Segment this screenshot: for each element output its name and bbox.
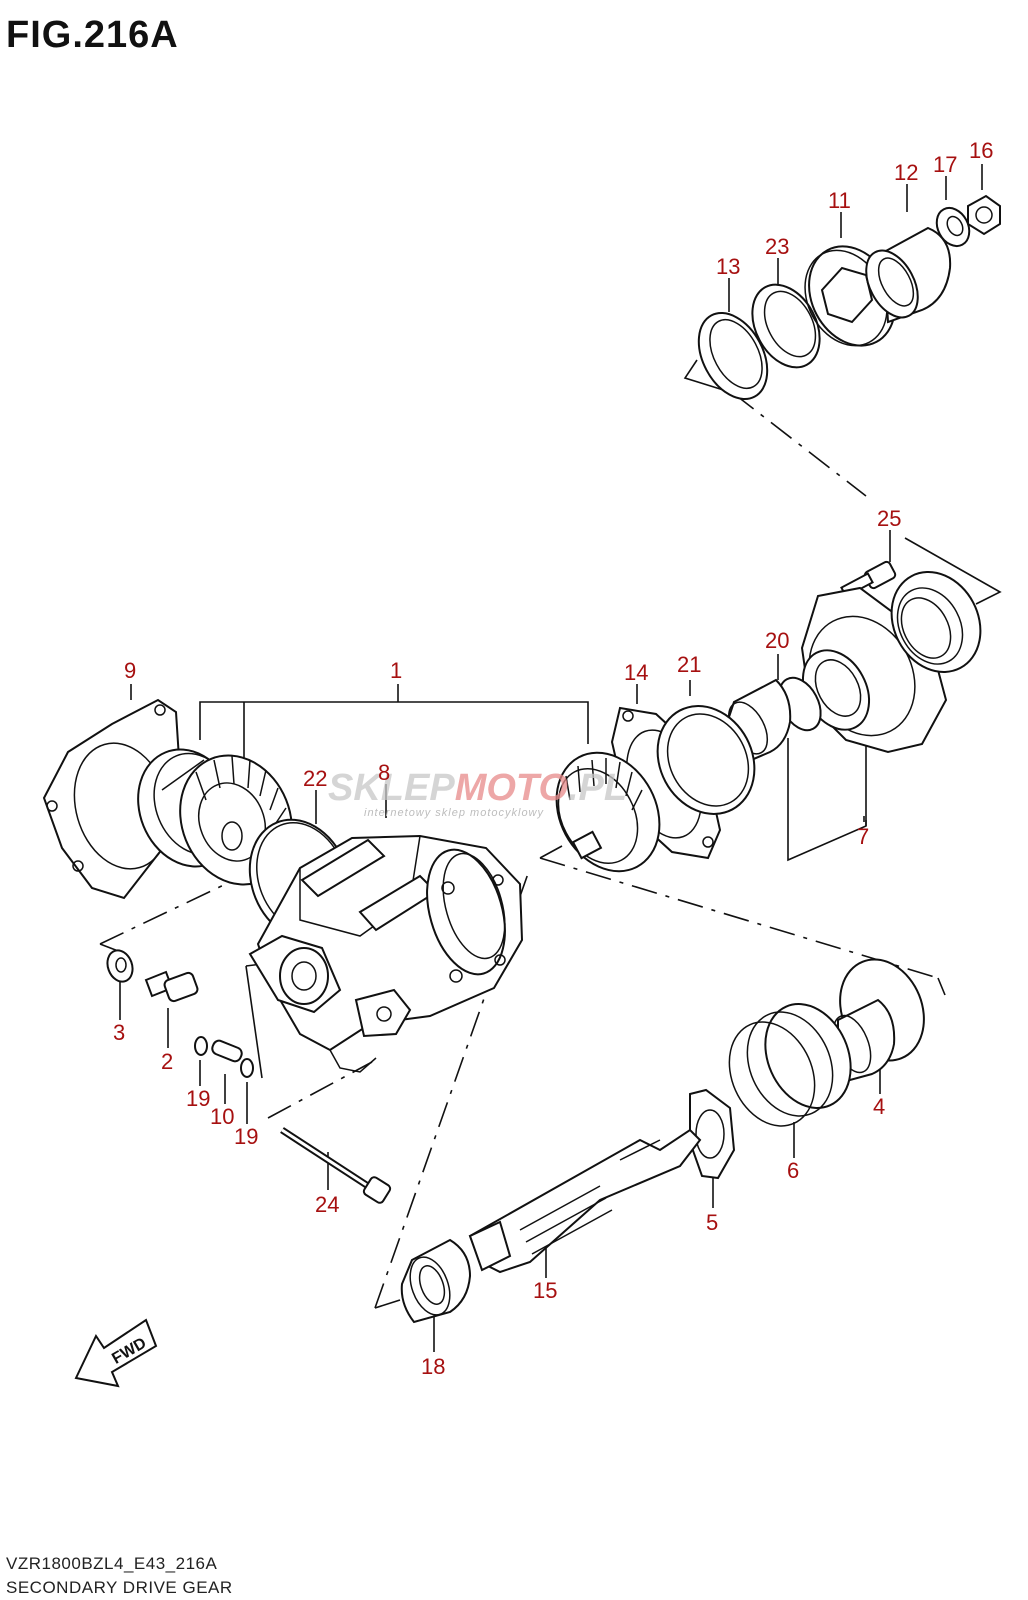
gear-case-8 [248, 834, 524, 1073]
washer-3 [106, 949, 134, 983]
callout-2: 2 [161, 1049, 173, 1074]
callout-25: 25 [877, 506, 901, 531]
section-name: SECONDARY DRIVE GEAR [6, 1578, 233, 1597]
coupling-12 [865, 226, 952, 324]
cam-4 [832, 958, 925, 1082]
callout-19a: 19 [186, 1086, 210, 1111]
fwd-arrow: FWD [74, 1318, 158, 1388]
o-ring-19-right [240, 1058, 254, 1078]
callout-16: 16 [969, 138, 993, 163]
callout-5: 5 [706, 1210, 718, 1235]
o-ring-23 [751, 283, 821, 369]
callout-15: 15 [533, 1278, 557, 1303]
pin-10 [211, 1039, 243, 1063]
callout-18: 18 [421, 1354, 445, 1379]
callout-20: 20 [765, 628, 789, 653]
spring-6 [728, 1003, 852, 1127]
o-ring-19-left [194, 1036, 208, 1056]
bolt-24 [280, 1127, 392, 1204]
callout-12: 12 [894, 160, 918, 185]
callout-3: 3 [113, 1020, 125, 1045]
callout-labels: 1 2 3 4 5 6 7 8 9 10 11 12 13 14 15 16 1… [113, 138, 993, 1379]
callout-6: 6 [787, 1158, 799, 1183]
drive-shaft-15 [468, 1128, 702, 1274]
watermark-brand-c: .PL [568, 767, 627, 809]
bolt-2 [144, 970, 199, 1003]
nut-16 [967, 194, 1001, 236]
callout-9: 9 [124, 658, 136, 683]
callout-10: 10 [210, 1104, 234, 1129]
callout-13: 13 [716, 254, 740, 279]
bevel-gear-driven [555, 751, 661, 873]
callout-19b: 19 [234, 1124, 258, 1149]
callout-17: 17 [933, 152, 957, 177]
callout-14: 14 [624, 660, 648, 685]
bearing-right [890, 571, 982, 673]
watermark-brand-b: MOTO [455, 767, 568, 809]
callout-21: 21 [677, 652, 701, 677]
washer-17 [935, 206, 971, 248]
figure-title: FIG.216A [6, 14, 179, 56]
model-code: VZR1800BZL4_E43_216A [6, 1554, 218, 1573]
o-ring-21 [656, 705, 756, 815]
callout-24: 24 [315, 1192, 339, 1217]
callout-1: 1 [390, 658, 402, 683]
svg-text:SKLEPMOTO.PL: SKLEPMOTO.PL [328, 767, 627, 809]
needle-bearing-18 [400, 1238, 472, 1324]
callout-7: 7 [857, 824, 869, 849]
callout-4: 4 [873, 1094, 885, 1119]
watermark-tagline: internetowy sklep motocyklowy [364, 807, 545, 819]
callout-8: 8 [378, 760, 390, 785]
callout-23: 23 [765, 234, 789, 259]
callout-11: 11 [828, 188, 851, 213]
watermark-brand-a: SKLEP [328, 767, 455, 809]
watermark: SKLEPMOTO.PL internetowy sklep motocyklo… [328, 767, 627, 819]
leader-lines [99, 164, 1002, 1352]
washer-5 [689, 1088, 736, 1180]
callout-22: 22 [303, 766, 327, 791]
